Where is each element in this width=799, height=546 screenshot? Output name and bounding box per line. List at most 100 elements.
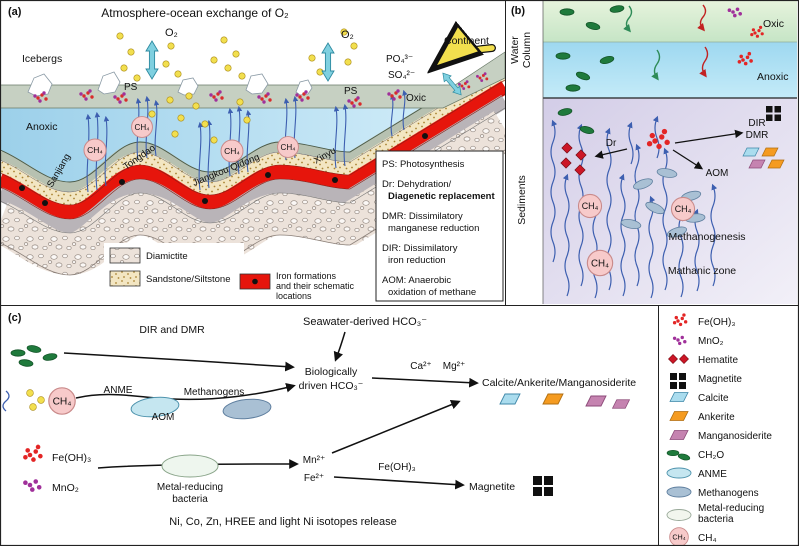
abbr-dr-1: Dr: Dehydration/	[382, 179, 452, 190]
oxic-zone-b	[543, 1, 797, 42]
legend-icon-ch2o	[666, 449, 691, 462]
dir-label-b: DIR	[748, 118, 765, 129]
oxygen-organic-dots	[116, 28, 358, 144]
magnetite-squares-b	[766, 106, 781, 121]
o2-label-mid: O₂	[341, 29, 354, 41]
panel-b-label: (b)	[511, 5, 525, 17]
legend-icon-calcite	[669, 392, 689, 402]
abbr-aom-1: AOM: Anaerobic	[382, 275, 451, 286]
abbr-dmr-1: DMR: Dissimilatory	[382, 211, 463, 222]
iron-formation-location-dots	[19, 133, 428, 206]
fe-label: Fe²⁺	[304, 473, 324, 484]
abbr-dmr-2: manganese reduction	[388, 223, 479, 234]
panel-c: (c) DIR and DMR Seawater-derived HCO₃⁻ B…	[2, 312, 636, 528]
anoxic-zone-b	[543, 42, 797, 98]
dr-label-b: Dr	[606, 138, 617, 149]
legend-icon-ankerite	[669, 411, 689, 421]
legend-label-ankerite: Ankerite	[698, 412, 735, 423]
sandstone-swatch	[109, 270, 141, 287]
sinking-particle-arrows	[623, 4, 709, 81]
legend-icon-anme	[666, 467, 692, 479]
legend-label-mrb-1: Metal-reducing	[698, 503, 764, 514]
process-arrows-c	[63, 331, 479, 490]
legend-panel: Fe(OH)₃ MnO₂ Hematite Magnetite Calcite …	[658, 305, 772, 546]
legend-label-hematite: Hematite	[698, 355, 738, 366]
legend-icon-mno2	[672, 335, 687, 346]
panel-c-label: (c)	[8, 312, 22, 324]
legend-label-methanogens: Methanogens	[698, 488, 759, 499]
diamictite-label: Diamictite	[146, 251, 188, 262]
seawater-hco3-label: Seawater-derived HCO₃⁻	[303, 316, 427, 328]
carbonate-parallelograms-c	[499, 393, 630, 409]
bio-hco3-label-2: driven HCO₃⁻	[299, 380, 364, 392]
process-arrows-b	[594, 129, 744, 170]
ch2o-ovals-c	[10, 344, 58, 368]
ca-label: Ca²⁺	[410, 361, 431, 372]
abbreviation-box: PS: Photosynthesis Dr: Dehydration/ Diag…	[375, 150, 504, 302]
magnetite-squares-c	[533, 476, 553, 496]
isotope-release-label: Ni, Co, Zn, HREE and light Ni isotopes r…	[169, 516, 396, 528]
oxic-label-a: Oxic	[406, 93, 426, 104]
dir-dmr-label-c: DIR and DMR	[139, 324, 205, 336]
magnetite-label-c: Magnetite	[469, 481, 515, 493]
panel-a-title: Atmosphere-ocean exchange of O₂	[101, 6, 289, 20]
icebergs	[27, 71, 313, 97]
iron-formation-label-3: locations	[276, 291, 312, 301]
carbonates-label: Calcite/Ankerite/Manganosiderite	[482, 377, 636, 389]
po4-label: PO₄³⁻	[386, 54, 413, 65]
o2-label-left: O₂	[165, 27, 178, 39]
panel-a-legend: Diamictite Sandstone/Siltstone Iron form…	[104, 243, 378, 304]
dmr-label-b: DMR	[746, 130, 769, 141]
legend-label-feoh3: Fe(OH)₃	[698, 317, 735, 328]
anoxic-label-b: Anoxic	[757, 71, 789, 83]
legend-label-calcite: Calcite	[698, 393, 729, 404]
iron-formation-label-1: Iron formations	[276, 271, 337, 281]
mg-label: Mg²⁺	[443, 361, 466, 372]
abbr-dir-2: iron reduction	[388, 255, 446, 266]
legend-icon-hematite	[668, 354, 689, 364]
panel-a: (a) Atmosphere-ocean exchange of O₂ Iceb…	[1, 6, 505, 304]
feoh3-label-c: Fe(OH)₃	[52, 452, 91, 464]
legend-icon-feoh3	[672, 313, 688, 327]
water-column-label-2: Column	[521, 32, 533, 68]
sandstone-label: Sandstone/Siltstone	[146, 274, 231, 285]
anme-label: ANME	[104, 385, 133, 396]
legend-label-mrb-2: bacteria	[698, 514, 734, 525]
methanogenesis-label: Methanogenesis	[668, 231, 745, 243]
legend-icon-manganosiderite	[669, 430, 689, 440]
continent-runoff-arrow	[436, 48, 496, 66]
diamictite-swatch	[109, 247, 141, 264]
legend-icon-magnetite	[670, 373, 686, 389]
aom-label-c: AOM	[152, 412, 175, 423]
organic-dots-c	[26, 389, 45, 411]
aom-label-b: AOM	[706, 168, 729, 179]
legend-icon-metal-reducing-bacteria	[666, 509, 692, 521]
mno2-label-c: MnO₂	[52, 482, 79, 494]
bio-hco3-label-1: Biologically	[305, 366, 358, 378]
methanogens-oval	[222, 398, 272, 420]
feoh3-arrow-label: Fe(OH)₃	[378, 462, 415, 473]
methanic-zone-label: Mathanic zone	[668, 265, 736, 277]
legend-label-anme: ANME	[698, 469, 727, 480]
feoh3-dots-c	[23, 444, 43, 462]
legend-icon-ch4	[669, 527, 689, 546]
panel-a-label: (a)	[8, 6, 22, 18]
abbr-aom-2: oxidation of methane	[388, 287, 476, 298]
anme-oval	[130, 396, 180, 418]
legend-label-magnetite: Magnetite	[698, 374, 742, 385]
ps-label-right: PS	[344, 86, 358, 97]
water-squiggle-c	[2, 390, 10, 412]
legend-icon-methanogens	[666, 486, 692, 498]
legend-label-mno2: MnO₂	[698, 336, 724, 347]
abbr-dr-2: Diagenetic replacement	[388, 191, 495, 202]
abbr-ps: PS: Photosynthesis	[382, 159, 465, 170]
legend-label-ch2o: CH₂O	[698, 450, 724, 461]
continent-label: Continent	[444, 35, 489, 47]
mrb-label-2: bacteria	[172, 494, 208, 505]
anoxic-label-a: Anoxic	[26, 121, 58, 133]
metal-reducing-bacteria-oval	[161, 454, 219, 478]
methanogens-label-c: Methanogens	[184, 387, 245, 398]
iron-formation-label-2: and their schematic	[276, 281, 355, 291]
